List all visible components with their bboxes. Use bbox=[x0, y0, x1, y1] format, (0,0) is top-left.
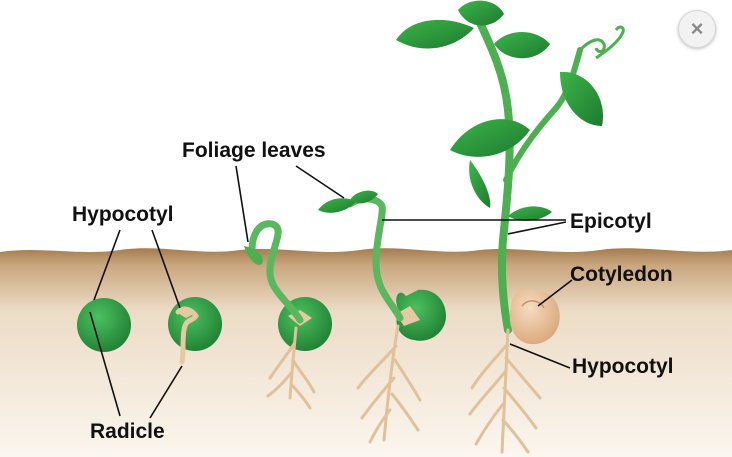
leader-radicle-1 bbox=[89, 311, 121, 417]
label-hypocotyl-right: Hypocotyl bbox=[572, 355, 674, 378]
leader-hypocotyl-1 bbox=[93, 229, 121, 301]
plant-stage-5 bbox=[396, 0, 625, 454]
label-radicle: Radicle bbox=[90, 420, 165, 443]
seedling-stage-3 bbox=[244, 220, 332, 410]
leader-foliage-2 bbox=[295, 165, 345, 199]
leader-cotyledon bbox=[537, 279, 573, 307]
close-button[interactable]: × bbox=[678, 10, 716, 48]
seed-stage-2 bbox=[168, 297, 222, 365]
label-foliage-leaves: Foliage leaves bbox=[182, 139, 326, 162]
leader-hypocotyl-2 bbox=[151, 229, 181, 309]
leader-radicle-2 bbox=[149, 365, 183, 419]
label-hypocotyl-left: Hypocotyl bbox=[72, 203, 174, 226]
leader-foliage-1 bbox=[235, 165, 249, 243]
leader-hypocotyl-3 bbox=[509, 343, 571, 369]
seedling-stage-4 bbox=[318, 190, 446, 444]
leader-epicotyl-2 bbox=[507, 221, 567, 235]
close-icon: × bbox=[690, 16, 704, 41]
seed-stage-1 bbox=[77, 298, 131, 352]
leader-lines bbox=[89, 165, 573, 419]
label-epicotyl: Epicotyl bbox=[570, 210, 652, 233]
label-cotyledon: Cotyledon bbox=[570, 263, 673, 286]
